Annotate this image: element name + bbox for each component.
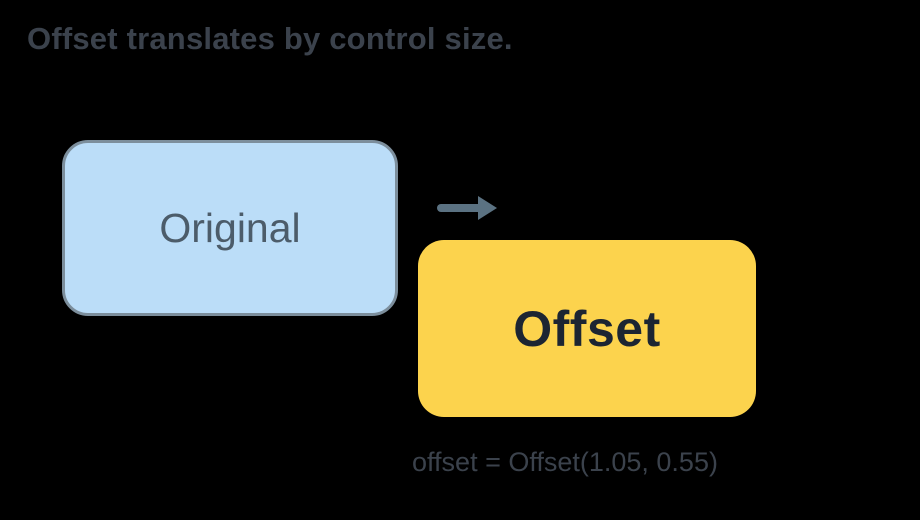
original-box-label: Original (159, 204, 301, 251)
right-arrow-head (478, 196, 497, 220)
original-box: Original (62, 140, 398, 316)
offset-formula-caption: offset = Offset(1.05, 0.55) (412, 447, 718, 477)
diagram-title: Offset translates by control size. (27, 21, 513, 56)
offset-box-label: Offset (513, 300, 661, 357)
right-arrow-icon (437, 196, 497, 220)
offset-box: Offset (418, 240, 756, 417)
